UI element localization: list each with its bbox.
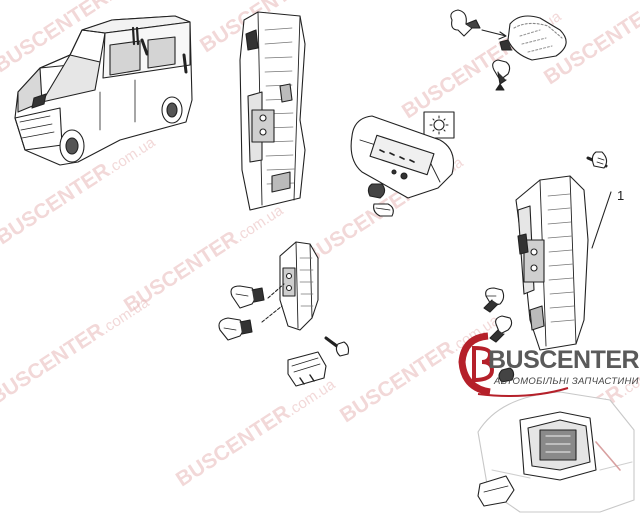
bulb-icon [489, 315, 513, 343]
bulb-icon [492, 59, 511, 91]
van-icon [14, 15, 193, 166]
side-lamp [279, 241, 319, 331]
bulb-icon [483, 287, 505, 313]
brand-mark [458, 332, 569, 397]
fastener [498, 367, 515, 383]
leader-line [267, 283, 285, 299]
connector [477, 475, 515, 507]
brand-logo: BUSCENTER АВТОМОБІЛЬНІ ЗАПЧАСТИНИ [458, 330, 640, 398]
rear-lamp-housing [239, 11, 306, 211]
connector [287, 351, 327, 387]
bulb-icon [230, 285, 265, 309]
callout-line [591, 191, 612, 249]
rear-lamp-assembly [515, 175, 589, 351]
brand-tagline: АВТОМОБІЛЬНІ ЗАПЧАСТИНИ [494, 376, 639, 387]
brand-name: BUSCENTER [488, 346, 640, 374]
plate-lamp [350, 115, 455, 217]
screw-icon [324, 336, 350, 357]
leader-line [261, 305, 283, 323]
bulb-icon [450, 9, 481, 37]
rear-view-inset [477, 391, 635, 513]
bulb-icon [218, 317, 253, 341]
callout-number: 1 [617, 188, 625, 203]
screw-icon [586, 151, 608, 169]
marker-lamp [499, 15, 567, 61]
lamp-symbol-icon [423, 111, 455, 139]
arrow [481, 29, 507, 40]
